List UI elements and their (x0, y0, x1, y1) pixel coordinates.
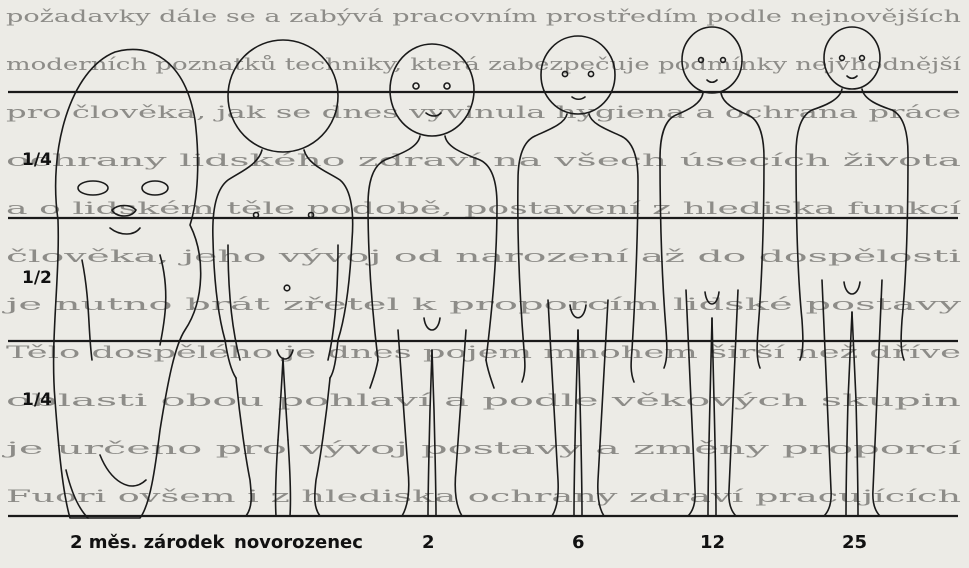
proportion-label-top-quarter: 1/4 (22, 150, 52, 170)
figure-label-age-25: 25 (842, 532, 867, 553)
background-page-text: požadavky dále se a zabývá pracovním pro… (1, 7, 962, 507)
proportion-label-half: 1/2 (22, 268, 52, 288)
background-text-line: požadavky dále se a zabývá pracovním pro… (6, 7, 961, 27)
background-text-line: člověka, jeho vývoj od narození až do do… (6, 247, 962, 267)
background-text-line: ochrany lidského zdraví na všech úsecích… (6, 151, 961, 171)
embryo-eye-left (78, 181, 108, 195)
background-text-line: pro člověka, jak se dnes vyvinula hygien… (6, 103, 961, 123)
figure-label-newborn: novorozenec (234, 532, 363, 553)
background-text-line: a o lidském těle podobě, postavení z hle… (6, 199, 962, 219)
background-text-line: je nutno brát zřetel k proporcím lidské … (1, 295, 962, 315)
background-text-line: oblasti obou pohlaví a podle věkových sk… (6, 391, 961, 411)
proportion-label-bottom-quarter: 1/4 (22, 390, 52, 410)
background-text-line: moderních poznatků techniky, která zabez… (6, 55, 962, 75)
embryo-eye-right (142, 181, 168, 195)
background-text-line: je určeno pro vývoj postavy a změny prop… (1, 439, 962, 459)
background-text-line: Tělo dospělého je dnes pojem mnohem širš… (6, 343, 961, 363)
figure-label-age-12: 12 (700, 532, 725, 553)
figure-label-age-6: 6 (572, 532, 585, 553)
figure-label-embryo: 2 měs. zárodek (70, 532, 225, 553)
figure-label-age-2: 2 (422, 532, 435, 553)
